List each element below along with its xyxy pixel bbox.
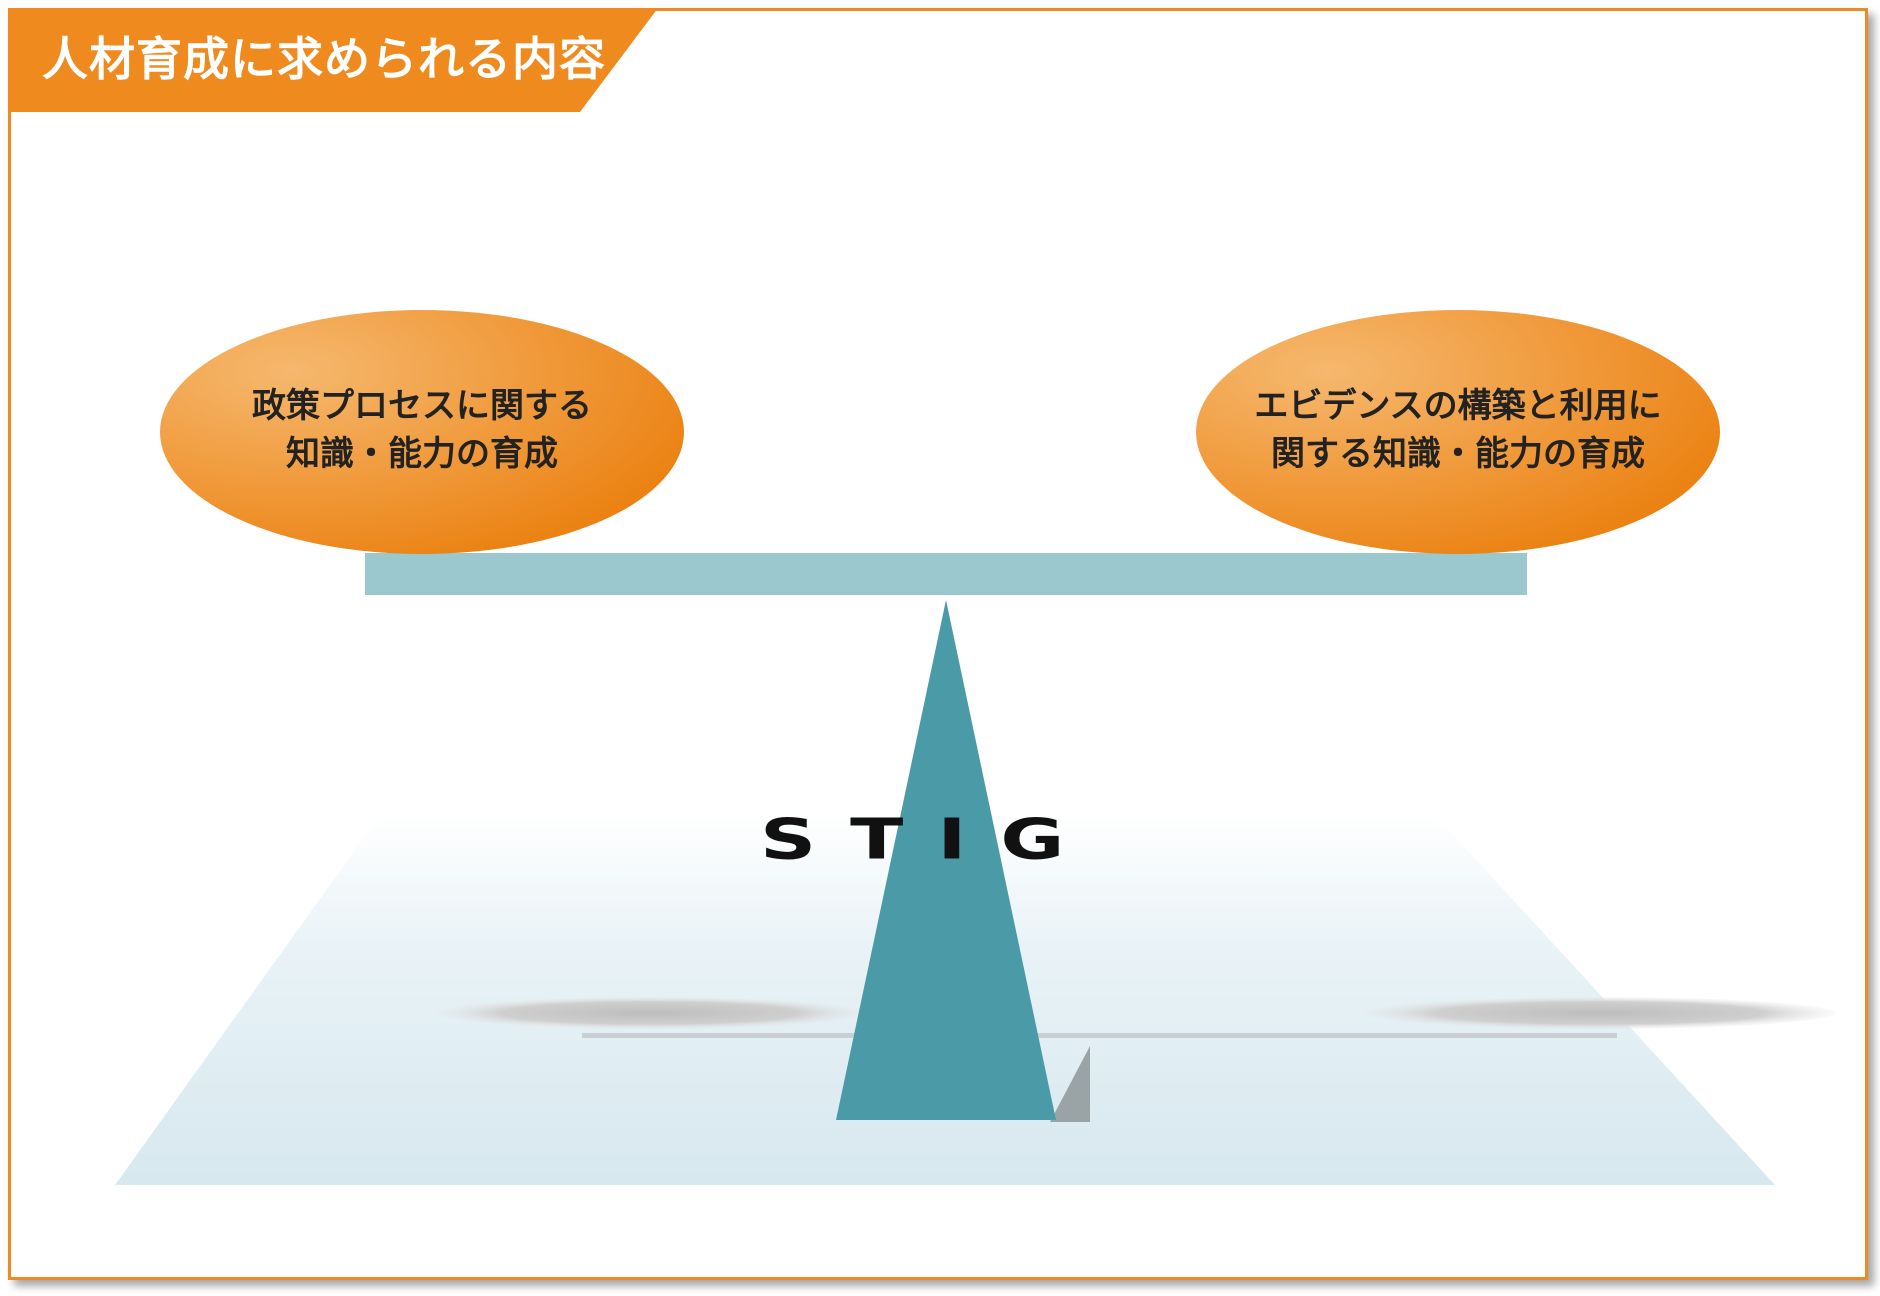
balance-beam	[365, 553, 1527, 595]
left-weight-label: 政策プロセスに関する 知識・能力の育成	[142, 382, 702, 478]
left-weight	[160, 310, 684, 554]
diagram-title: 人材育成に求められる内容	[42, 32, 606, 86]
right-weight-shadow	[1365, 997, 1835, 1029]
left-weight-line1: 政策プロセスに関する	[252, 386, 592, 426]
fulcrum	[836, 600, 1056, 1120]
stig-logo: STIG	[760, 807, 1099, 873]
left-weight-shadow	[437, 997, 863, 1029]
beam-shadow	[582, 1033, 1617, 1038]
right-weight-line1: エビデンスの構築と利用に	[1254, 386, 1662, 426]
right-weight-line2: 関する知識・能力の育成	[1271, 434, 1645, 474]
right-weight	[1196, 310, 1720, 554]
right-weight-label: エビデンスの構築と利用に 関する知識・能力の育成	[1178, 382, 1738, 478]
left-weight-line2: 知識・能力の育成	[286, 434, 558, 474]
fulcrum-shadow	[1050, 1046, 1090, 1122]
title-tab	[8, 8, 658, 112]
